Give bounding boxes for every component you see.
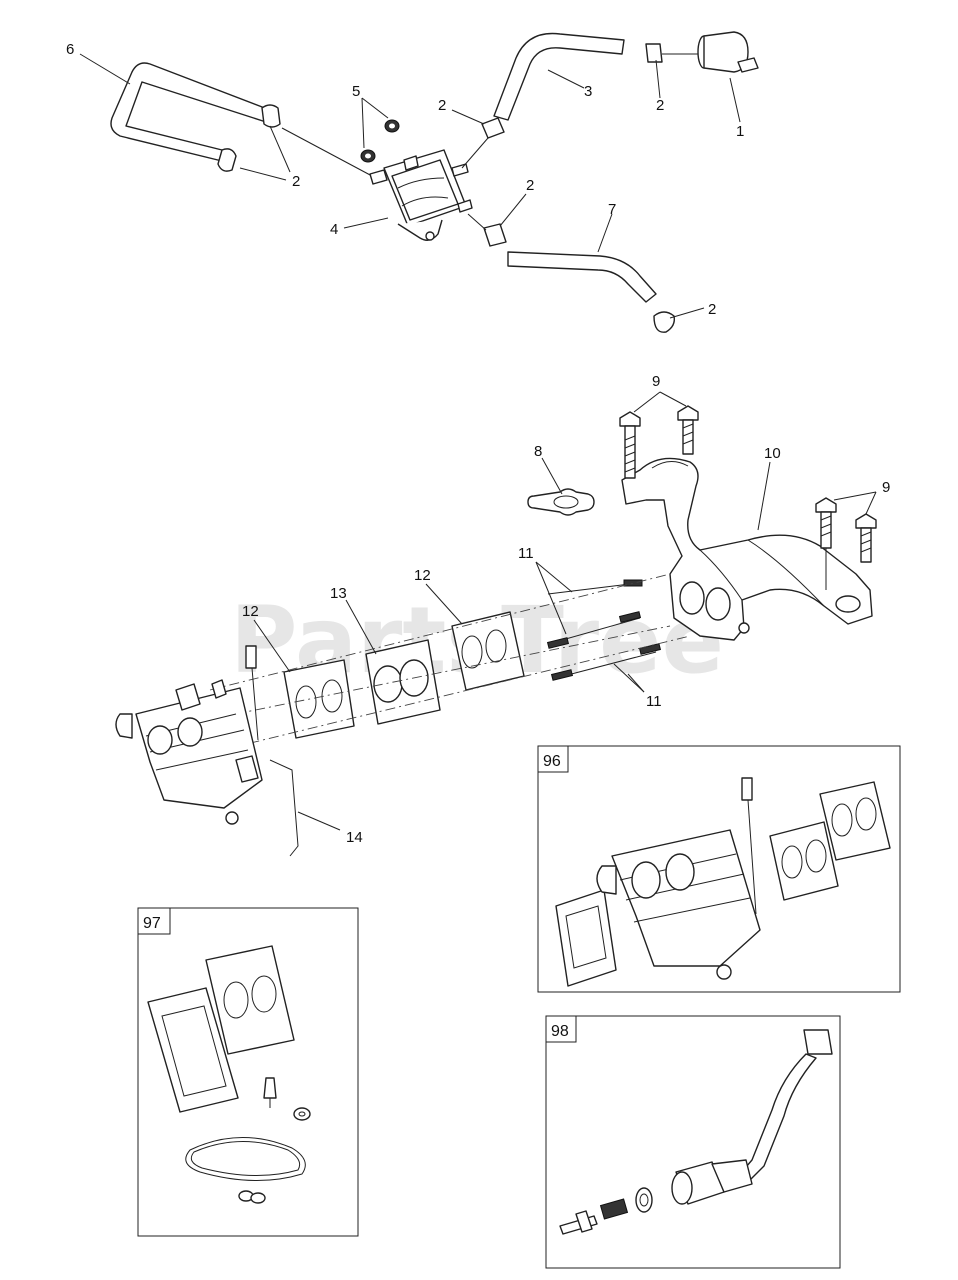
- kit-box-98: 98: [545, 1015, 841, 1269]
- kit96-gasket-large[interactable]: [555, 889, 617, 987]
- kit97-gasket-twin[interactable]: [205, 945, 295, 1055]
- choke-rod-14[interactable]: [269, 759, 299, 857]
- manifold-bolt-b[interactable]: [677, 405, 699, 455]
- callout-11-bottom: 11: [646, 693, 662, 710]
- kit97-needle-valve[interactable]: [263, 1077, 277, 1108]
- callout-2-filter: 2: [656, 97, 664, 114]
- callout-11-top: 11: [518, 545, 534, 562]
- fuel-hose-6[interactable]: [110, 62, 271, 163]
- manifold-bolt-c[interactable]: [815, 497, 837, 590]
- kit-label-97: 97: [143, 915, 161, 932]
- kit96-carburetor[interactable]: [596, 777, 761, 980]
- callout-10: 10: [764, 445, 781, 462]
- callout-12-left: 12: [242, 603, 259, 620]
- callout-2-hose7: 2: [526, 177, 534, 194]
- callout-9-top: 9: [652, 373, 660, 390]
- kit-label-96: 96: [543, 753, 561, 770]
- carburetor[interactable]: [115, 645, 263, 825]
- kit98-solenoid-harness[interactable]: [739, 1029, 833, 1181]
- hose-clamp-2f[interactable]: [653, 311, 676, 333]
- kit96-gasket-mid[interactable]: [769, 821, 839, 901]
- fuel-system-group: [110, 31, 759, 333]
- callout-1: 1: [736, 123, 744, 140]
- manifold-stud-a[interactable]: [547, 579, 643, 595]
- manifold-bolt-d[interactable]: [855, 513, 877, 563]
- kit-box-96: 96: [537, 745, 901, 993]
- callout-3: 3: [584, 83, 592, 100]
- callout-9-right: 9: [882, 479, 890, 496]
- manifold-bolt-a[interactable]: [619, 411, 641, 479]
- hose-clamp-2c[interactable]: [481, 117, 505, 139]
- callout-8: 8: [534, 443, 542, 460]
- callout-7: 7: [608, 201, 616, 218]
- kit-label-98: 98: [551, 1023, 569, 1040]
- kit97-bowl-seal[interactable]: [185, 1137, 306, 1182]
- hose-clamp-2a[interactable]: [261, 104, 281, 128]
- spacer-13[interactable]: [365, 639, 441, 725]
- intake-manifold[interactable]: [621, 457, 873, 641]
- top-leader-lines: [79, 53, 741, 319]
- callout-12-right: 12: [414, 567, 431, 584]
- callout-2-pump-top: 2: [438, 97, 446, 114]
- manifold-stud-b[interactable]: [546, 611, 642, 649]
- kit97-washer[interactable]: [293, 1107, 311, 1121]
- kit97-small-washers[interactable]: [238, 1190, 266, 1204]
- callout-labels: 6 2 5 2 3 2 1 4 2 7 2 9 8 10 9 11 12 13 …: [66, 41, 890, 846]
- kit98-solenoid-body[interactable]: [671, 1159, 753, 1205]
- kit97-gasket-oval[interactable]: [147, 987, 239, 1113]
- kit96-gasket-right[interactable]: [819, 781, 891, 861]
- pump-screw-b[interactable]: [384, 119, 400, 133]
- intake-group: [115, 405, 877, 857]
- manifold-stud-c[interactable]: [550, 643, 662, 681]
- fuel-filter[interactable]: [692, 31, 759, 73]
- callout-14: 14: [346, 829, 363, 846]
- fuel-pump[interactable]: [369, 149, 473, 241]
- pump-screw-a[interactable]: [360, 149, 376, 163]
- intake-leader-lines: [253, 391, 877, 831]
- kit98-spring[interactable]: [599, 1198, 629, 1220]
- callout-2-hose7-end: 2: [708, 301, 716, 318]
- callout-2-left: 2: [292, 173, 300, 190]
- callout-4: 4: [330, 221, 338, 238]
- hose-clamp-2b[interactable]: [217, 148, 237, 172]
- fuel-hose-7[interactable]: [507, 251, 657, 303]
- callout-13: 13: [330, 585, 347, 602]
- callout-6: 6: [66, 41, 74, 58]
- fuel-hose-3[interactable]: [493, 32, 625, 121]
- hose-clamp-2e[interactable]: [483, 223, 507, 247]
- kit98-seal-ring[interactable]: [635, 1187, 653, 1213]
- manifold-gasket-8[interactable]: [527, 488, 595, 516]
- kit-box-97: 97: [137, 907, 359, 1237]
- gasket-12-right[interactable]: [451, 611, 525, 691]
- gasket-12-left[interactable]: [283, 659, 355, 739]
- callout-5: 5: [352, 83, 360, 100]
- hose-clamp-2d[interactable]: [645, 43, 663, 63]
- kit98-plunger[interactable]: [559, 1210, 598, 1235]
